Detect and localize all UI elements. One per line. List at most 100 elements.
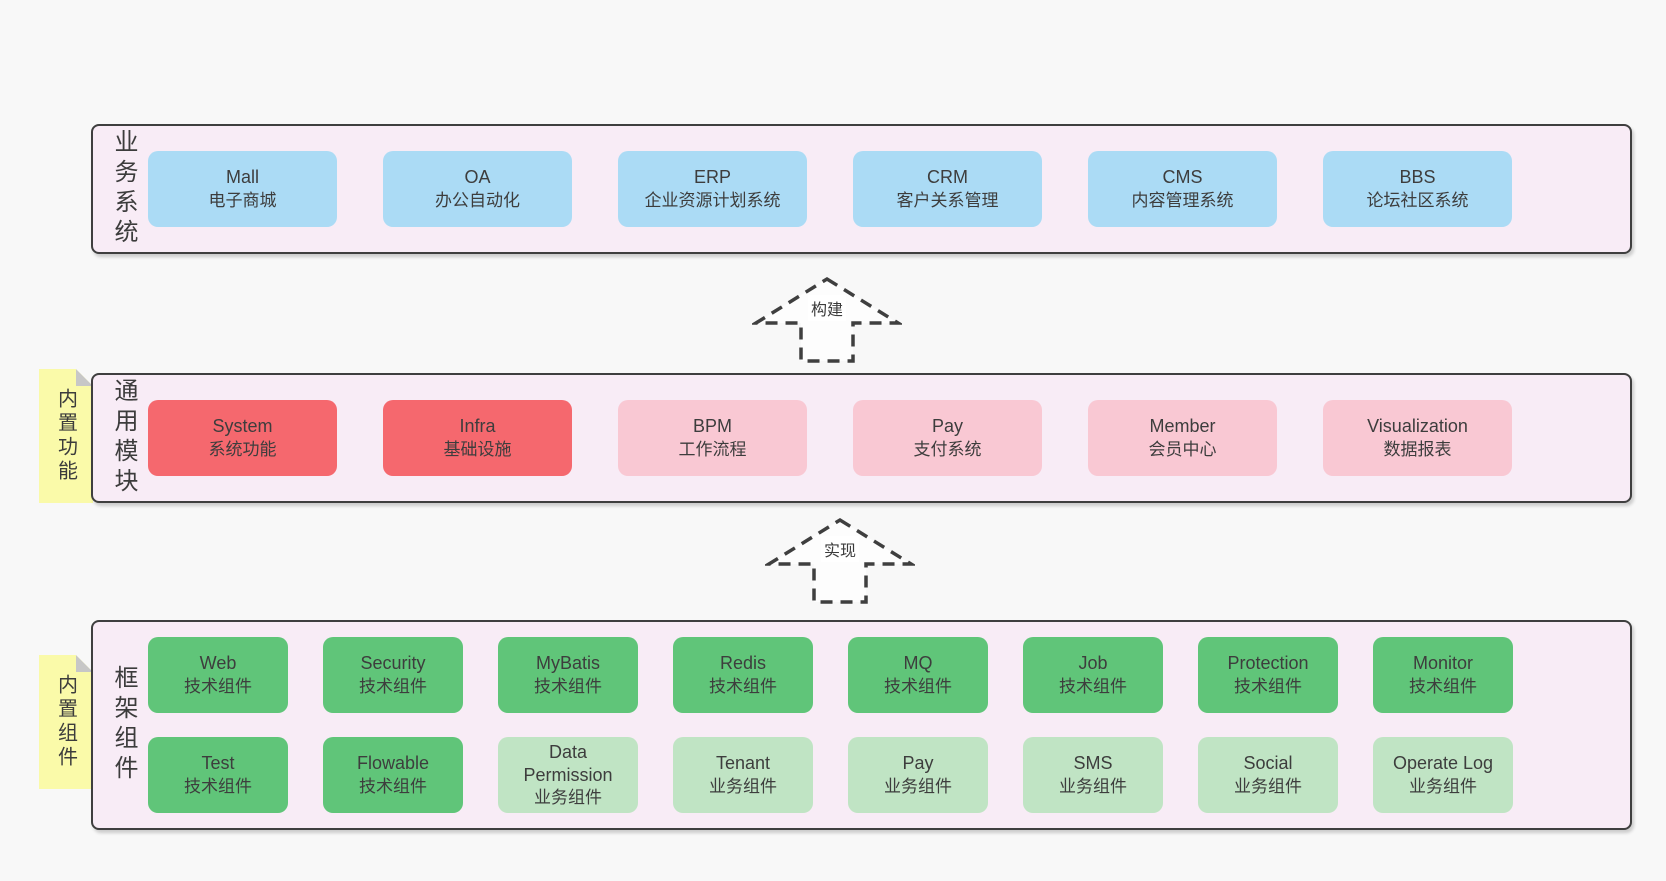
box-crm: CRM 客户关系管理 [853,151,1042,227]
box-mq: MQ 技术组件 [848,637,988,713]
box-subtitle: 技术组件 [884,676,952,696]
box-title: Social [1243,753,1293,774]
sticky-note-built-in-features: 内置功能 [39,369,93,503]
box-subtitle: 客户关系管理 [896,190,999,210]
section-label-business-systems: 业务系统 [110,129,137,249]
box-title: Monitor [1412,653,1474,674]
box-subtitle: 办公自动化 [435,190,520,210]
arrow-implement: 实现 [765,517,915,605]
box-subtitle: 技术组件 [359,776,427,796]
box-title: Job [1078,653,1108,674]
box-social: Social 业务组件 [1198,737,1338,813]
box-title: Test [201,753,235,774]
arrow-label: 实现 [820,536,860,562]
box-bbs: BBS 论坛社区系统 [1323,151,1512,227]
box-title: BPM [692,416,732,437]
box-title: MQ [903,653,933,674]
box-subtitle: 技术组件 [184,676,252,696]
box-subtitle: 论坛社区系统 [1366,190,1469,210]
box-mybatis: MyBatis 技术组件 [498,637,638,713]
box-subtitle: 业务组件 [534,788,602,808]
arrow-build: 构建 [752,276,902,364]
section-label-framework-components: 框架组件 [110,665,137,785]
box-subtitle: 数据报表 [1383,439,1452,459]
box-title: MyBatis [535,653,600,674]
box-erp: ERP 企业资源计划系统 [618,151,807,227]
arrow-label: 构建 [807,295,847,321]
components-row-2: Test 技术组件 Flowable 技术组件 Data Permission … [148,737,1513,813]
section-framework-components: 框架组件 Web 技术组件 Security 技术组件 MyBatis 技术组件… [91,620,1632,830]
box-operate-log: Operate Log 业务组件 [1373,737,1513,813]
modules-boxes-row: System 系统功能 Infra 基础设施 BPM 工作流程 Pay 支付系统… [148,375,1512,501]
box-oa: OA 办公自动化 [383,151,572,227]
box-title: Security [360,653,426,674]
box-title: Protection [1227,653,1309,674]
box-subtitle: 技术组件 [184,776,252,796]
box-title: Infra [459,416,496,437]
box-flowable: Flowable 技术组件 [323,737,463,813]
box-title: Pay [902,753,934,774]
box-test: Test 技术组件 [148,737,288,813]
box-title: Redis [719,653,767,674]
components-rows: Web 技术组件 Security 技术组件 MyBatis 技术组件 Redi… [148,622,1513,828]
box-web: Web 技术组件 [148,637,288,713]
box-title: Visualization [1367,416,1468,437]
box-title: Member [1149,416,1216,437]
box-subtitle: 技术组件 [1409,676,1477,696]
box-subtitle: 技术组件 [534,676,602,696]
box-visualization: Visualization 数据报表 [1323,400,1512,476]
components-row-1: Web 技术组件 Security 技术组件 MyBatis 技术组件 Redi… [148,637,1513,713]
box-sms: SMS 业务组件 [1023,737,1163,813]
box-subtitle: 电子商城 [208,190,277,210]
box-subtitle: 业务组件 [1059,776,1127,796]
box-pay-business: Pay 业务组件 [848,737,988,813]
box-subtitle: 业务组件 [1234,776,1302,796]
box-subtitle: 内容管理系统 [1131,190,1234,210]
box-title: Flowable [356,753,430,774]
section-common-modules: 通用模块 System 系统功能 Infra 基础设施 BPM 工作流程 Pay… [91,373,1632,503]
box-subtitle: 技术组件 [359,676,427,696]
box-title: Mall [225,167,259,188]
box-system: System 系统功能 [148,400,337,476]
box-subtitle: 工作流程 [678,439,747,459]
box-title: BBS [1399,167,1436,188]
note-label: 内置组件 [54,674,77,770]
box-title: CMS [1162,167,1203,188]
box-subtitle: 业务组件 [709,776,777,796]
section-label-common-modules: 通用模块 [110,378,137,498]
box-title: OA [464,167,491,188]
box-cms: CMS 内容管理系统 [1088,151,1277,227]
box-pay: Pay 支付系统 [853,400,1042,476]
box-title: ERP [693,167,731,188]
box-title: Operate Log [1392,753,1494,774]
box-security: Security 技术组件 [323,637,463,713]
box-subtitle: 业务组件 [884,776,952,796]
box-redis: Redis 技术组件 [673,637,813,713]
box-title: System [212,416,273,437]
section-business-systems: 业务系统 Mall 电子商城 OA 办公自动化 ERP 企业资源计划系统 CRM… [91,124,1632,254]
box-bpm: BPM 工作流程 [618,400,807,476]
box-subtitle: 企业资源计划系统 [644,190,781,210]
box-tenant: Tenant 业务组件 [673,737,813,813]
box-subtitle: 系统功能 [208,439,277,459]
business-boxes-row: Mall 电子商城 OA 办公自动化 ERP 企业资源计划系统 CRM 客户关系… [148,126,1512,252]
box-title: Web [199,653,237,674]
box-subtitle: 会员中心 [1148,439,1217,459]
box-monitor: Monitor 技术组件 [1373,637,1513,713]
box-subtitle: 技术组件 [1059,676,1127,696]
box-subtitle: 基础设施 [443,439,512,459]
box-subtitle: 技术组件 [709,676,777,696]
box-title: Tenant [715,753,771,774]
box-subtitle: 支付系统 [913,439,982,459]
sticky-note-built-in-components: 内置组件 [39,655,93,789]
box-protection: Protection 技术组件 [1198,637,1338,713]
box-title: Pay [931,416,964,437]
box-infra: Infra 基础设施 [383,400,572,476]
box-member: Member 会员中心 [1088,400,1277,476]
box-title: CRM [927,167,968,188]
box-title: Data Permission [523,741,613,785]
box-title: SMS [1073,753,1113,774]
box-subtitle: 业务组件 [1409,776,1477,796]
note-label: 内置功能 [54,388,77,484]
